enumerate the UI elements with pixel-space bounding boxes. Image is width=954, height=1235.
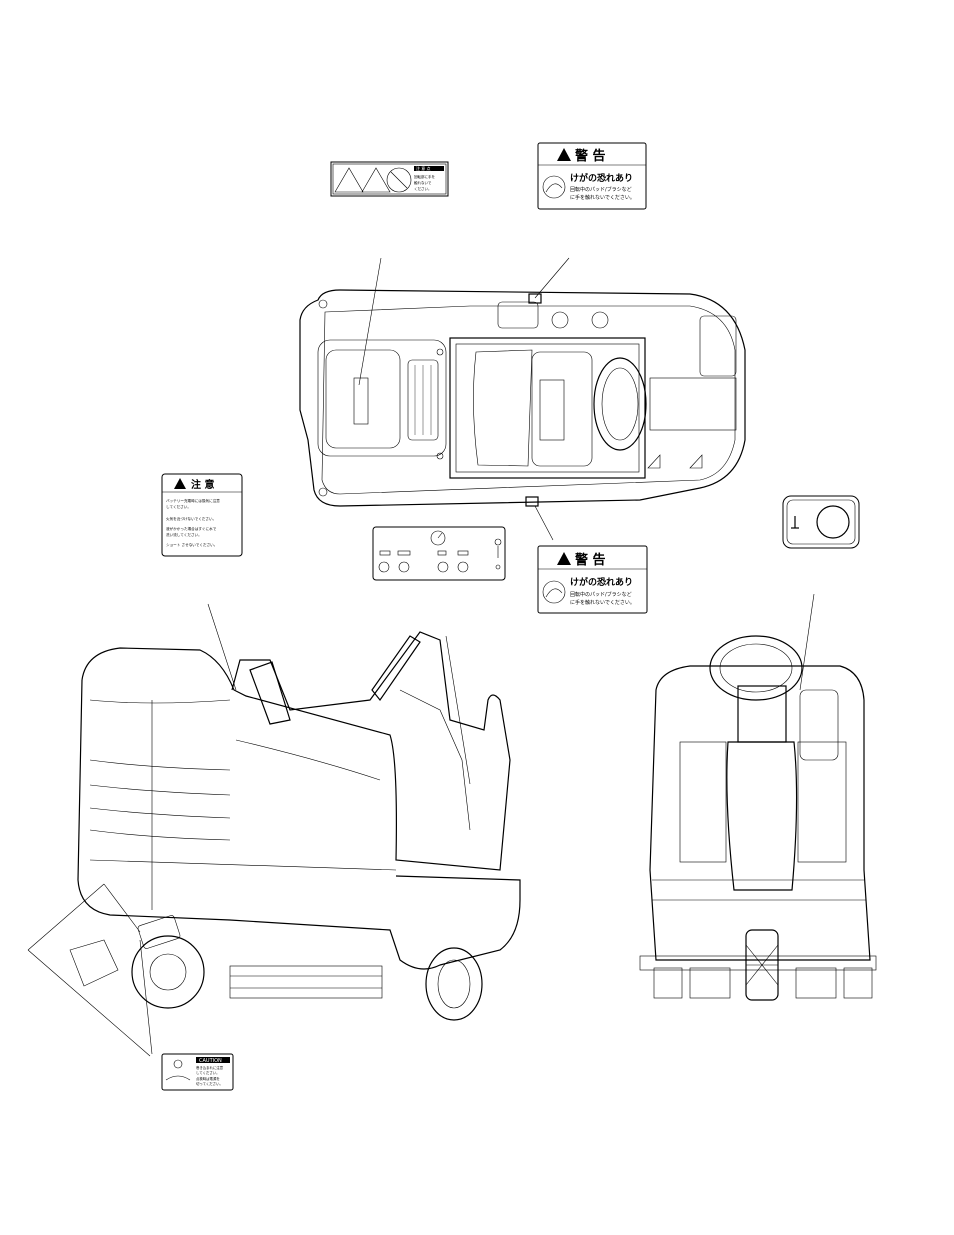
brush-hazard-icon: [542, 175, 566, 199]
caution-title: 注 意: [191, 478, 214, 491]
motor-detail: [69, 939, 119, 987]
warning-line1-2: 回転中のパッド/ブラシなど: [570, 591, 632, 598]
caution-line4: 液がかかった場合はすぐに水で: [166, 526, 217, 531]
warning-line1: 回転中のパッド/ブラシなど: [570, 186, 632, 193]
motor-decal-spot: [137, 915, 181, 949]
pad-warning-decal-bottom: 警 告 けがの恐れあり 回転中のパッド/ブラシなど に手を触れないでください。: [537, 545, 648, 614]
caution-en-line2: してください。: [196, 1070, 220, 1075]
detail-leader-line: [27, 883, 105, 951]
squeegee-icon: [437, 550, 447, 556]
steering-wheel-side: [371, 635, 421, 702]
battery-caution-decal: 注 意 バッテリー充電時には換気に注意 してください。 火気を近づけないでくださ…: [161, 473, 243, 557]
caution-line3: 火気を近づけないでください。: [166, 516, 216, 521]
caution-en-line1: 巻き込まれに注意: [196, 1065, 224, 1070]
caution-line6: ショート させないでください。: [166, 542, 217, 547]
brush-icon: [397, 550, 411, 556]
warning-headline-2: けがの恐れあり: [570, 576, 633, 588]
warning-triangle-icon: [557, 148, 571, 161]
key-switch-decal: [782, 495, 860, 549]
squeegee-assembly: [229, 965, 383, 999]
pad-warning-decal-top: 警 告 けがの恐れあり 回転中のパッド/ブラシなど に手を触れないでください。: [537, 142, 647, 210]
leader-line: [445, 635, 471, 785]
caution-triangle-icon: [174, 478, 186, 489]
warning-title-2: 警 告: [575, 552, 606, 568]
symbol-warning-decal: 注 意 点 回転部に手を 触れないで ください。: [330, 161, 449, 197]
small-warning-line1: 回転部に手を: [414, 174, 435, 179]
gauge-icon: [430, 530, 446, 546]
caution-line2: してください。: [166, 504, 191, 509]
warning-triangle-icon: [557, 552, 571, 565]
seat-back: [249, 661, 291, 725]
control-panel-decal: [372, 526, 506, 581]
column-cover: [737, 685, 787, 743]
warning-title: 警 告: [575, 148, 606, 164]
warning-decal-spot-top: [528, 293, 542, 304]
warning-line2-2: に手を触れないでください。: [570, 599, 635, 606]
vacuum-icon: [457, 550, 469, 556]
leader-line: [103, 883, 141, 933]
caution-en-line3: 点検時は電源を: [196, 1076, 220, 1081]
switch-knob-icon: [816, 505, 850, 539]
leader-line: [799, 593, 815, 691]
caution-en-title: CAUTION: [199, 1058, 222, 1064]
machine-front-view: [639, 635, 877, 1001]
steering-wheel-front: [709, 635, 803, 701]
detail-leader-line: [27, 949, 151, 1057]
warning-line2: に手を触れないでください。: [570, 194, 635, 201]
steering-wheel: [593, 357, 647, 451]
leader-line: [139, 939, 153, 1055]
battery-decal-spot: [353, 377, 369, 425]
brush-hazard-icon: [542, 580, 566, 604]
no-fire-icon: [386, 167, 412, 193]
leader-line: [207, 603, 237, 691]
small-warning-title: 注 意 点: [416, 165, 431, 171]
machine-side-view: [27, 631, 521, 1057]
small-warning-line3: ください。: [414, 186, 432, 191]
caution-line1: バッテリー充電時には換気に注意: [166, 498, 220, 503]
acid-warning-icon: [361, 167, 391, 193]
leader-line: [534, 505, 554, 541]
rear-wheel: [131, 935, 205, 1009]
rotation-icon: [173, 1059, 183, 1069]
caution-line5: 洗い流してください。: [166, 532, 202, 537]
caution-en-decal: CAUTION 巻き込まれに注意 してください。 点検時は電源を 切ってください…: [161, 1053, 234, 1091]
small-warning-line2: 触れないで: [414, 180, 432, 185]
caution-en-line4: 切ってください。: [196, 1081, 223, 1086]
leader-line: [358, 257, 382, 386]
leader-line: [534, 257, 570, 299]
front-wheel: [425, 947, 483, 1021]
warning-decal-spot-bottom: [525, 496, 539, 507]
solution-icon: [379, 550, 391, 556]
machine-top-view: [299, 289, 746, 507]
explosion-warning-icon: [334, 167, 364, 193]
warning-headline: けがの恐れあり: [570, 172, 633, 184]
hand-icon: [165, 1075, 191, 1081]
